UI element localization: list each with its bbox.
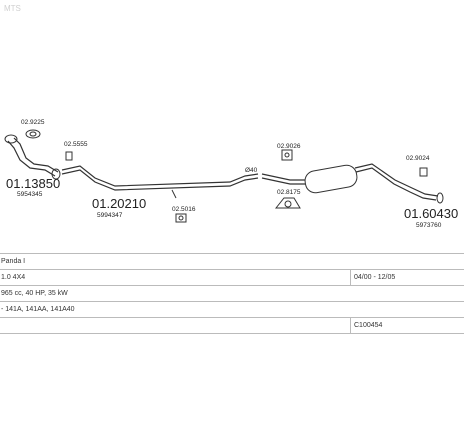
part-oem-1: 5954345 bbox=[17, 191, 43, 198]
info-row: Panda I bbox=[0, 253, 464, 269]
exhaust-diagram: 02.9225 01.13850 5954345 02.5555 01.2021… bbox=[4, 119, 458, 229]
info-cell-left: 1.0 4X4 bbox=[1, 274, 26, 281]
ref-label-2: 02.5555 bbox=[64, 141, 88, 148]
ref-label-4: 02.9026 bbox=[277, 143, 301, 150]
front-pipe-drawing bbox=[4, 134, 61, 180]
info-row: 1.0 4X4 04/00 - 12/05 bbox=[0, 269, 464, 285]
part-number-1: 01.13850 bbox=[6, 176, 60, 191]
hanger-ref-4-drawing bbox=[281, 149, 293, 161]
vehicle-info-table: Panda I 1.0 4X4 04/00 - 12/05 965 cc, 40… bbox=[0, 253, 464, 334]
part-oem-2: 5994347 bbox=[97, 212, 123, 219]
clamp-ref-6-drawing bbox=[419, 167, 428, 177]
clamp-ref-2-drawing bbox=[65, 151, 73, 161]
svg-text:MTS: MTS bbox=[4, 4, 21, 13]
middle-pipe-drawing bbox=[61, 165, 259, 199]
ref-label-1: 02.9225 bbox=[21, 119, 45, 126]
rear-silencer-drawing bbox=[261, 163, 444, 204]
gasket-ref-1-drawing bbox=[25, 129, 41, 139]
hanger-ref-3-drawing bbox=[175, 213, 187, 223]
info-cell-left: - 141A, 141AA, 141A40 bbox=[1, 306, 75, 313]
part-number-3: 01.60430 bbox=[404, 206, 458, 221]
info-row: C100454 bbox=[0, 317, 464, 334]
info-row: - 141A, 141AA, 141A40 bbox=[0, 301, 464, 317]
ref-label-5: 02.8175 bbox=[277, 189, 301, 196]
part-oem-3: 5973760 bbox=[416, 222, 442, 229]
ref-label-6: 02.9024 bbox=[406, 155, 430, 162]
info-cell-right: 04/00 - 12/05 bbox=[354, 274, 396, 281]
ref-label-3: 02.5016 bbox=[172, 206, 196, 213]
part-number-2: 01.20210 bbox=[92, 196, 146, 211]
brand-logo: MTS bbox=[4, 4, 21, 13]
info-cell-right: C100454 bbox=[354, 322, 383, 329]
hanger-ref-5-drawing bbox=[274, 197, 301, 209]
info-row: 965 cc, 40 HP, 35 kW bbox=[0, 285, 464, 301]
info-cell-left: 965 cc, 40 HP, 35 kW bbox=[1, 290, 68, 297]
info-cell-left: Panda I bbox=[1, 258, 26, 265]
pipe-diameter-label: Ø40 bbox=[245, 167, 258, 174]
